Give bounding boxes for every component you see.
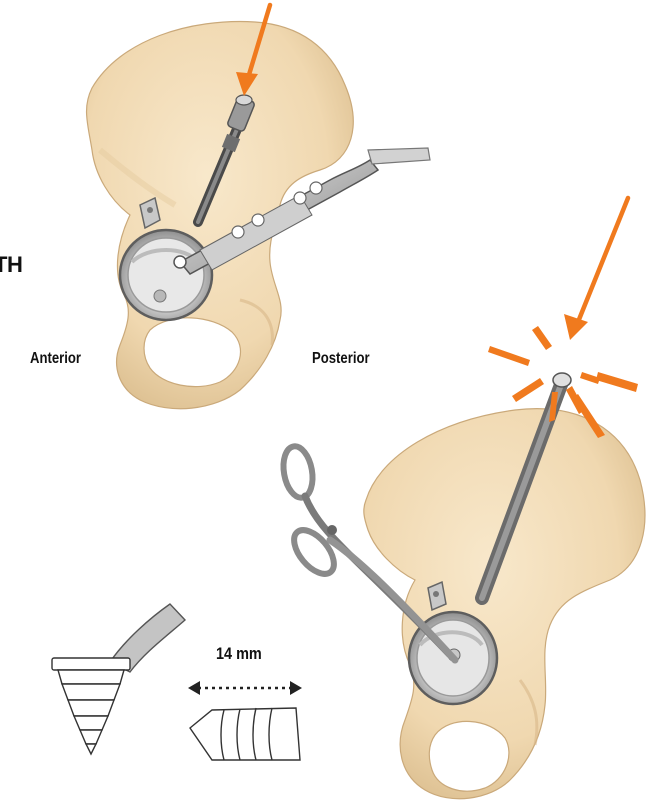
arrow-down-left-icon [564, 198, 628, 340]
screw-detail-horizontal [190, 708, 300, 760]
truncated-heading: TH [0, 252, 22, 278]
double-arrow-icon [188, 681, 302, 695]
lower-obturator-foramen [429, 721, 509, 791]
upper-pelvis-view [87, 5, 430, 409]
posterior-label: Posterior [312, 350, 370, 368]
distance-label: 14 mm [216, 644, 262, 664]
lower-pelvis-view [280, 198, 645, 799]
upper-obturator-foramen [144, 318, 241, 387]
anterior-label: Anterior [30, 350, 81, 368]
screw-detail-vertical [52, 604, 185, 754]
